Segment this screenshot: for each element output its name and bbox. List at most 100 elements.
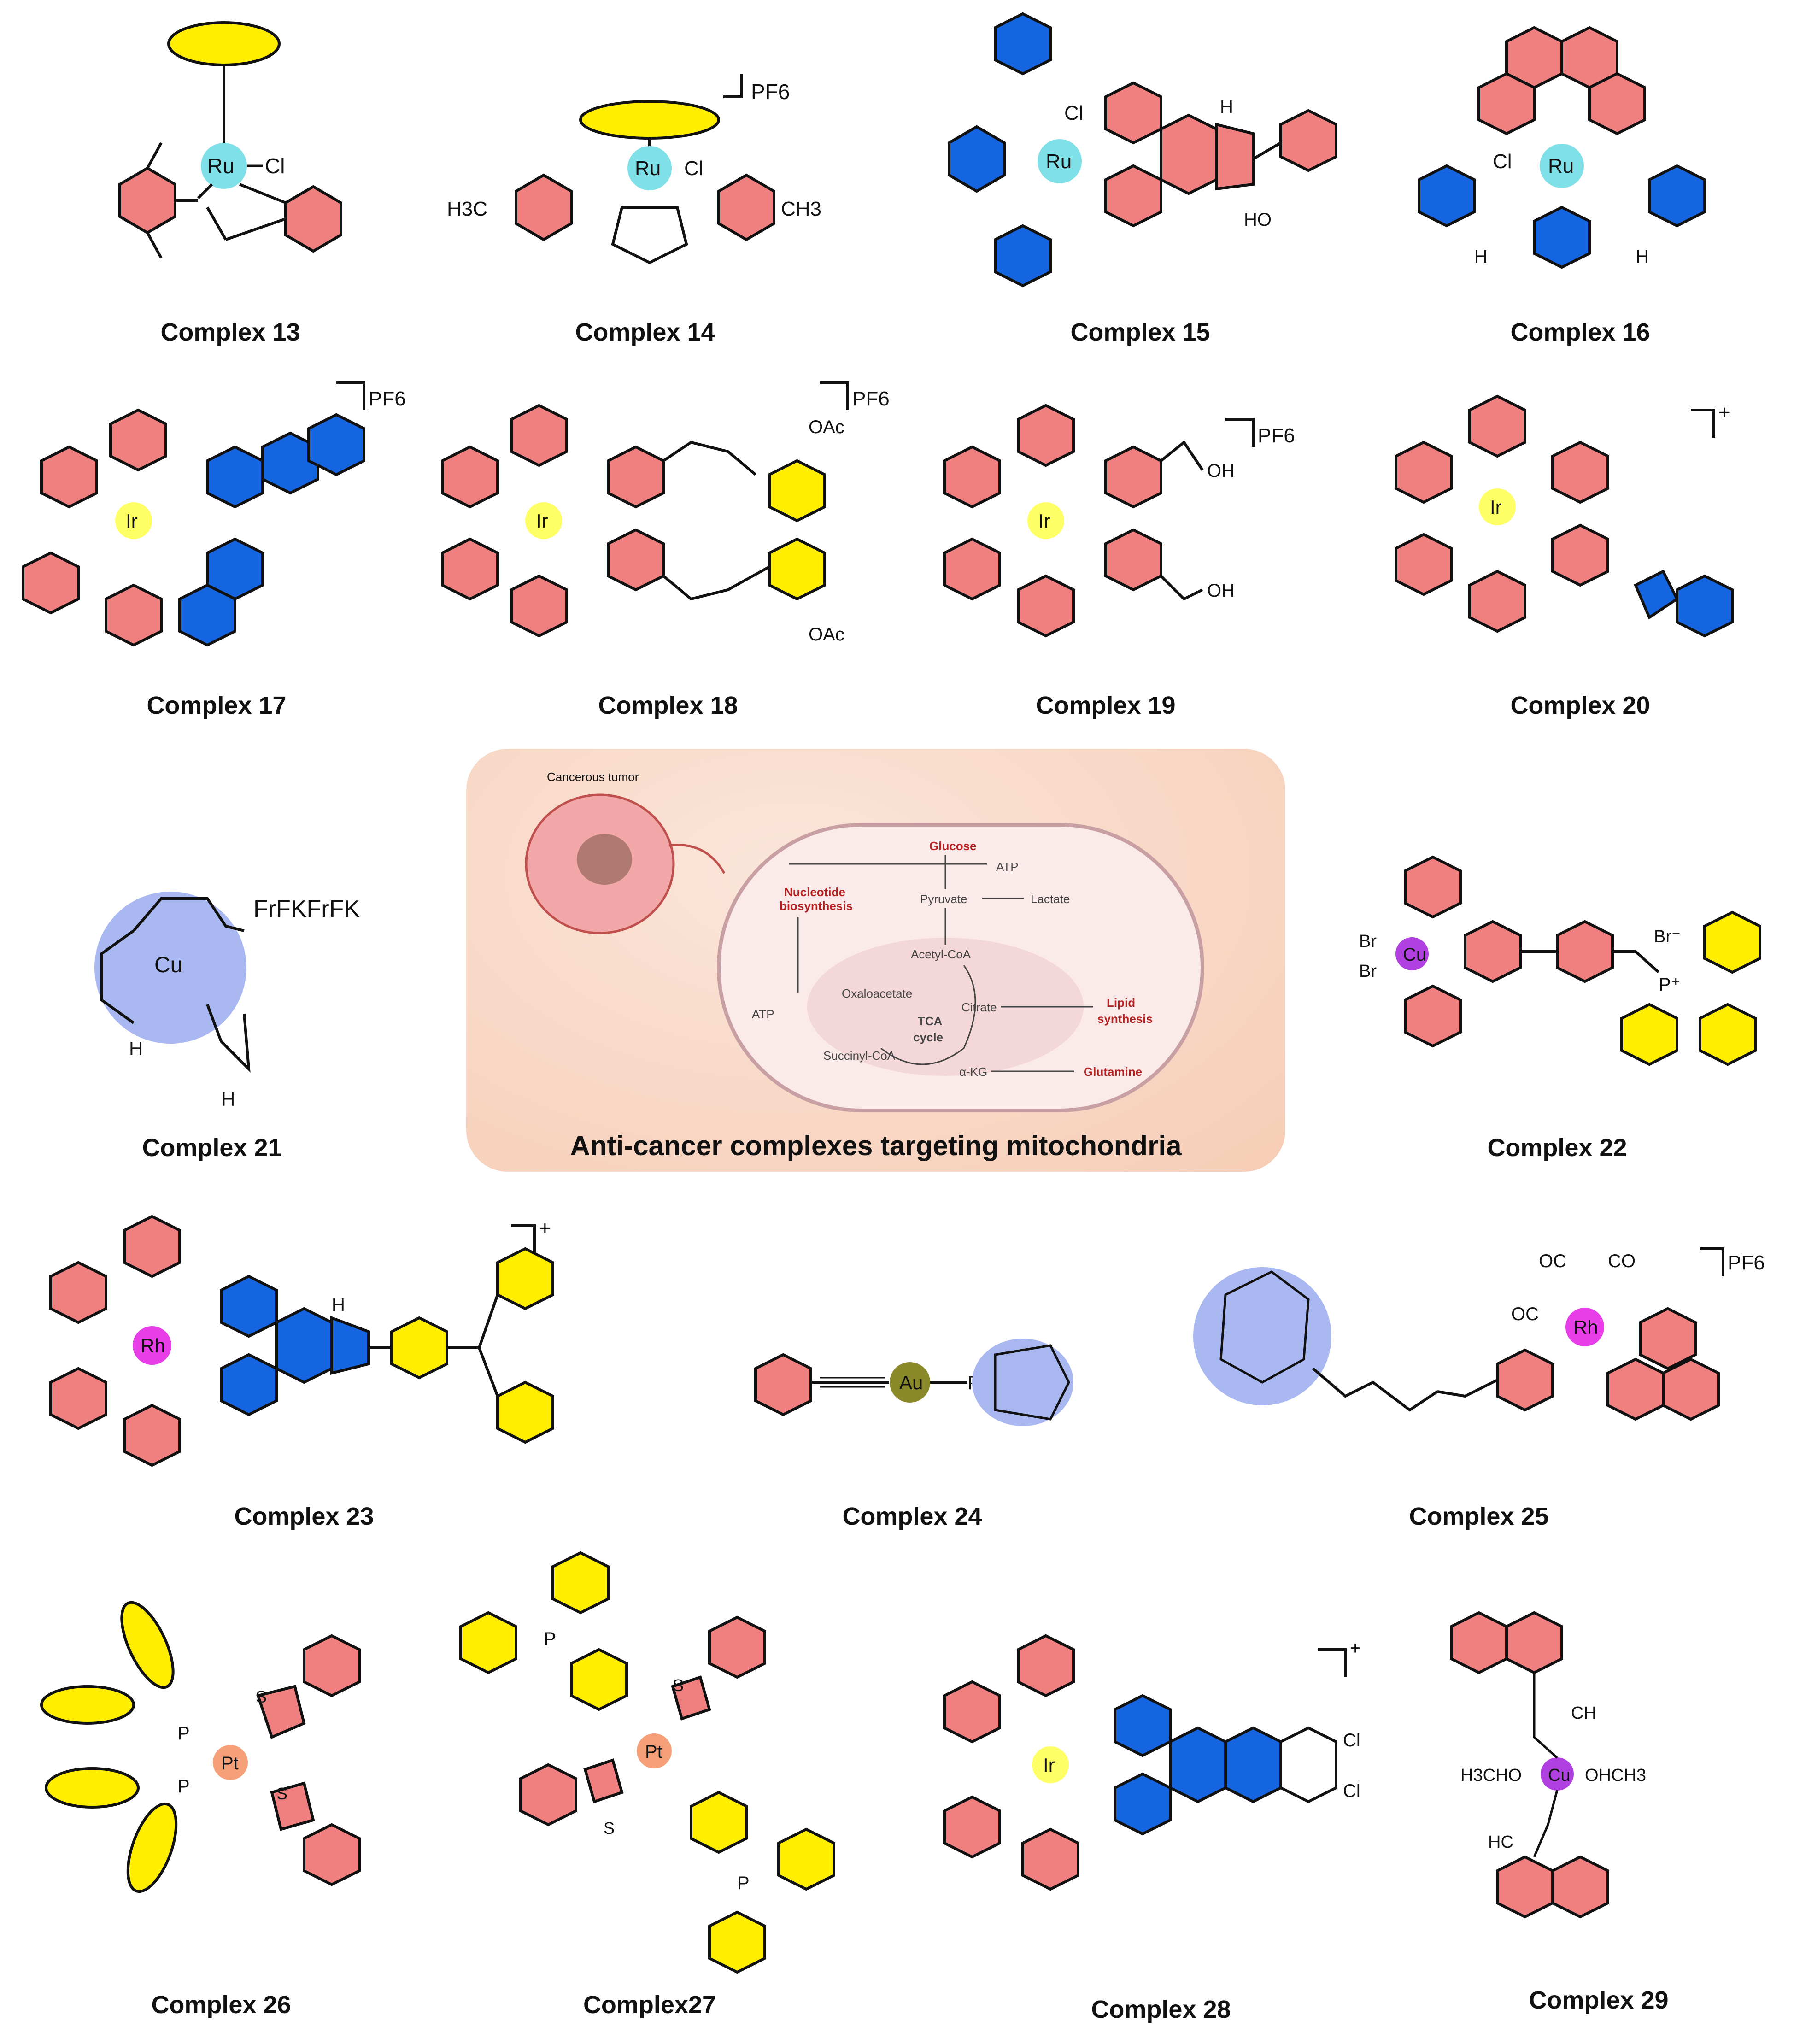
- ligand-label: Cl: [265, 154, 285, 178]
- phenyl-ring-yellow: [1699, 1003, 1757, 1066]
- ppy-ring-pink: [109, 408, 167, 472]
- aryl-ring-pink: [118, 166, 176, 235]
- bromide-label: Br: [1359, 962, 1377, 981]
- caption: Complex 14: [575, 318, 715, 346]
- ppy-ring-pink: [40, 445, 98, 509]
- saccharin-ring-pink: [256, 1685, 306, 1739]
- arrow-to-cell: [668, 844, 726, 874]
- phen-ring-pink: [1104, 164, 1162, 228]
- metal-label: Ru: [1046, 150, 1072, 173]
- caption: Complex 26: [151, 1991, 291, 2019]
- phen-ring-pink: [1639, 1307, 1697, 1370]
- citrate-label: Citrate: [961, 1000, 997, 1014]
- bpy-ring-pink: [1104, 528, 1162, 592]
- phen-ring-blue: [275, 1307, 333, 1384]
- complex-21-structure: Cu FrFKFrFK H H: [94, 892, 360, 1110]
- nh-label: H: [332, 1295, 345, 1315]
- phenyl-ring-yellow: [1703, 910, 1761, 974]
- complex-17-structure: PF6 Ir: [22, 381, 406, 647]
- ppy-ring-pink: [943, 537, 1001, 601]
- mitochondria-panel: Cancerous tumor Glucose ATP Nucleotide b…: [466, 749, 1285, 1172]
- complex-15: Ru Cl H HO Complex 15: [921, 5, 1359, 355]
- ppy-ring-pink: [22, 551, 80, 615]
- metal-label: Cu: [154, 953, 182, 977]
- tca-label: TCA: [918, 1014, 943, 1028]
- complex-16-structure: Ru Cl H H: [1418, 26, 1706, 269]
- arene-ring-yellow: [579, 100, 720, 140]
- charge-label: +: [1350, 1638, 1360, 1658]
- glutamine-label: Glutamine: [1084, 1065, 1142, 1079]
- complex-16: Ru Cl H H Complex 16: [1382, 5, 1778, 355]
- metal-label: Cu: [1548, 1766, 1571, 1785]
- sulfur-label: S: [604, 1819, 615, 1838]
- anion-label: Br⁻: [1654, 927, 1681, 946]
- ru-sphere: [1038, 139, 1082, 183]
- complex-14: PF6 Ru Cl H3C CH3 Complex 14: [438, 5, 852, 355]
- aspirin-ring-yellow: [768, 537, 826, 601]
- metal-label: Ir: [1038, 510, 1050, 532]
- phenyl-ring-yellow: [708, 1910, 766, 1974]
- methyl-label: CH3: [781, 198, 821, 220]
- counterion-label: PF6: [369, 388, 406, 410]
- caption: Complex 17: [147, 692, 287, 719]
- bpy-ring-pink: [607, 445, 665, 509]
- caption: Complex 29: [1529, 1986, 1669, 2014]
- ligand-label: Cl: [1064, 102, 1084, 124]
- arene-ring-yellow: [167, 21, 281, 66]
- pyridine-ring-blue: [948, 125, 1006, 193]
- ppy-ring-pink: [1021, 1827, 1079, 1891]
- methanol-label: OHCH3: [1585, 1766, 1646, 1785]
- ir-sphere: [525, 502, 562, 539]
- ppy-ring-pink: [1468, 570, 1526, 633]
- dppz-ring-blue: [1114, 1694, 1172, 1757]
- complex-29: CH Cu H3CHO OHCH3 HC Complex 29: [1419, 1585, 1778, 2027]
- panel-title: Anti-cancer complexes targeting mitochon…: [570, 1130, 1182, 1161]
- complex-26: P P Pt S S Complex 26: [40, 1590, 396, 2032]
- ppy-ring-pink: [441, 445, 499, 509]
- au-sphere: [890, 1362, 930, 1403]
- phosphorus-label: P: [737, 1873, 750, 1893]
- phenyl-ring-yellow: [126, 1802, 178, 1893]
- ppy-ring-pink: [123, 1215, 181, 1278]
- caption: Complex 25: [1409, 1503, 1549, 1530]
- phen-ring-pink: [1588, 72, 1646, 135]
- saccharin-ring-pink: [519, 1763, 577, 1827]
- metal-label: Ir: [126, 510, 138, 532]
- benzoxazole-ring-blue: [1676, 574, 1734, 638]
- phenyl-ring-yellow: [551, 1551, 610, 1615]
- saccharin-ring-pink: [671, 1675, 711, 1721]
- chloro-label: Cl: [1343, 1730, 1360, 1750]
- complex-27: P Pt S S P Complex27: [451, 1548, 848, 2032]
- ppy-ring-pink: [1017, 574, 1075, 638]
- phenyl-ring-yellow: [459, 1611, 517, 1674]
- ppy-ring-pink: [1017, 1634, 1075, 1697]
- chromone-ring-pink: [1551, 1855, 1609, 1919]
- hydroxyl-label: OH: [1207, 461, 1235, 481]
- complex-13-structure: Ru Cl: [118, 21, 342, 259]
- oxaloacetate-label: Oxaloacetate: [842, 987, 912, 1000]
- metal-label: Rh: [141, 1335, 165, 1357]
- ppy-ring-pink: [943, 1680, 1001, 1744]
- metal-label: Ru: [1548, 155, 1574, 177]
- isoquinoline-ring-blue: [178, 583, 236, 647]
- dppz-ring-blue: [1169, 1726, 1227, 1803]
- ppy-ring-pink: [943, 1795, 1001, 1859]
- acetate-label: OAc: [809, 624, 844, 645]
- biosynthesis-label: biosynthesis: [780, 899, 853, 913]
- phenol-ring-pink: [1279, 109, 1337, 172]
- complex-15-structure: Ru Cl H HO: [948, 12, 1337, 288]
- ir-sphere: [115, 502, 152, 539]
- methyl-label: H3C: [447, 198, 487, 220]
- bpy-ring-pink: [607, 528, 665, 592]
- phosphorus-label: P: [177, 1723, 190, 1744]
- pyridine-ring-pink: [284, 185, 342, 253]
- metal-label: Ir: [1490, 496, 1502, 518]
- complex-29-structure: CH Cu H3CHO OHCH3 HC: [1450, 1611, 1646, 1919]
- complex-28: + Ir Cl Cl Complex 28: [931, 1631, 1391, 2032]
- complex-20: + Ir Complex 20: [1382, 369, 1778, 733]
- carboline-ring-blue: [206, 445, 264, 509]
- charge-label: +: [1718, 401, 1730, 424]
- ir-sphere: [1027, 502, 1064, 539]
- tumor-core: [577, 834, 632, 885]
- benzyl-ring-pink: [1496, 1348, 1554, 1412]
